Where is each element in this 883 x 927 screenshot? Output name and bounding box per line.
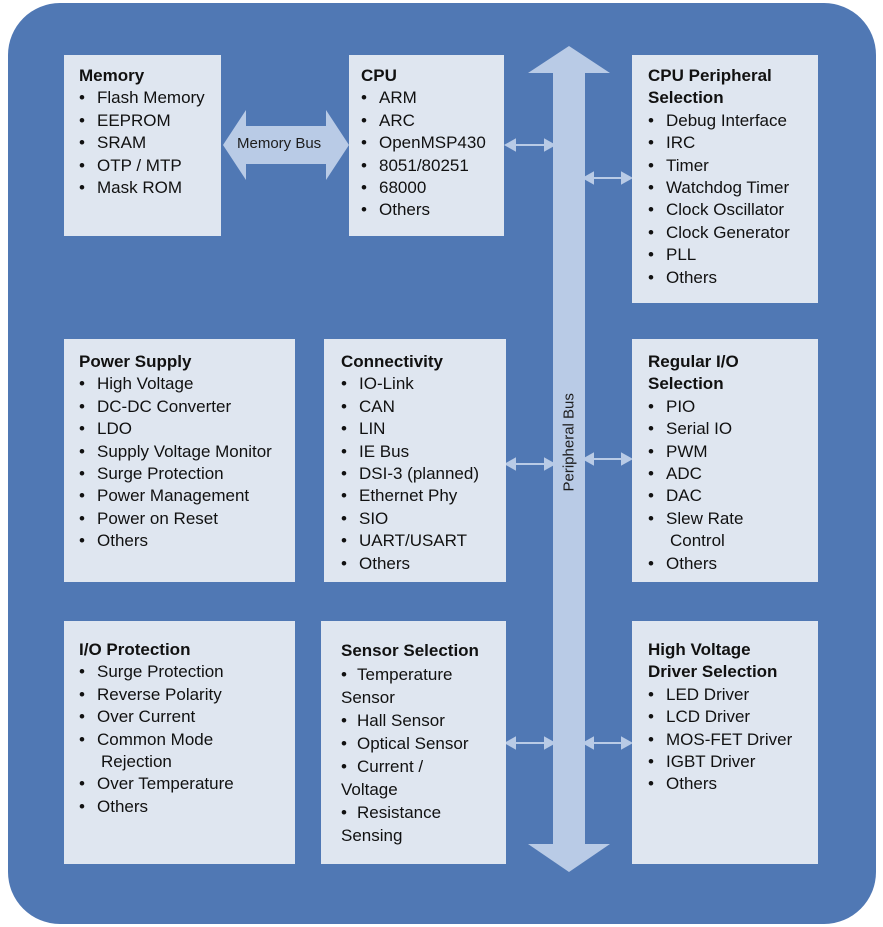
list-item: Power on Reset: [79, 508, 295, 531]
connector-bus-regular-io: [581, 452, 634, 466]
list-item: LDO: [79, 418, 295, 441]
list-item: Timer: [648, 155, 818, 178]
list-item-continuation: Control: [670, 531, 725, 551]
list-item: Temperature: [341, 663, 506, 686]
cpu-peripheral-block: CPU Peripheral Selection Debug Interface…: [632, 55, 818, 303]
list-item-continuation: Voltage: [341, 780, 398, 799]
list-item: DSI-3 (planned): [341, 463, 506, 486]
list-item: Surge Protection: [79, 661, 295, 684]
list-item: ARM: [361, 87, 504, 110]
connector-bus-hv-driver: [581, 736, 634, 750]
list-item: Supply Voltage Monitor: [79, 441, 295, 464]
list-item: Optical Sensor: [341, 732, 506, 755]
list-item: 68000: [361, 177, 504, 200]
connector-connectivity-bus: [503, 457, 557, 471]
list-item: DAC: [648, 485, 818, 508]
list-item: Others: [361, 199, 504, 222]
peripheral-bus-arrow: [528, 46, 610, 872]
list-item: PWM: [648, 441, 818, 464]
memory-title: Memory: [79, 66, 145, 85]
hv-driver-block: High Voltage Driver Selection LED Driver…: [632, 621, 818, 864]
list-item: Surge Protection: [79, 463, 295, 486]
list-item: Over Temperature: [79, 773, 295, 796]
hv-driver-title-line2: Driver Selection: [648, 662, 778, 682]
list-item: Clock Oscillator: [648, 199, 818, 222]
sensor-selection-title: Sensor Selection: [341, 641, 479, 660]
list-item: Others: [79, 796, 295, 819]
list-item: Others: [79, 530, 295, 553]
list-item: Others: [648, 267, 818, 290]
connectivity-block: Connectivity IO-Link CAN LIN IE Bus DSI-…: [324, 339, 506, 582]
io-protection-block: I/O Protection Surge Protection Reverse …: [64, 621, 295, 864]
list-item: IGBT Driver: [648, 751, 818, 774]
io-protection-title: I/O Protection: [79, 640, 191, 659]
cpu-peripheral-title: CPU Peripheral: [648, 66, 772, 85]
list-item: Flash Memory: [79, 87, 221, 110]
cpu-peripheral-title-line2: Selection: [648, 88, 724, 108]
list-item: Over Current: [79, 706, 295, 729]
list-item: Clock Generator: [648, 222, 818, 245]
list-item: LCD Driver: [648, 706, 818, 729]
connector-sensor-bus: [503, 736, 557, 750]
cpu-title: CPU: [361, 66, 397, 85]
list-item: OTP / MTP: [79, 155, 221, 178]
list-item: Reverse Polarity: [79, 684, 295, 707]
list-item-continuation: Sensing: [341, 826, 403, 845]
list-item: SIO: [341, 508, 506, 531]
list-item: IRC: [648, 132, 818, 155]
list-item: Common Mode: [79, 729, 295, 752]
list-item: Debug Interface: [648, 110, 818, 133]
hv-driver-title: High Voltage: [648, 640, 751, 659]
list-item: ARC: [361, 110, 504, 133]
connector-cpu-bus: [503, 138, 557, 152]
list-item: MOS-FET Driver: [648, 729, 818, 752]
list-item: Serial IO: [648, 418, 818, 441]
list-item: ADC: [648, 463, 818, 486]
list-item: Others: [648, 773, 818, 796]
list-item: Power Management: [79, 485, 295, 508]
list-item: Ethernet Phy: [341, 485, 506, 508]
list-item: Watchdog Timer: [648, 177, 818, 200]
list-item: IO-Link: [341, 373, 506, 396]
list-item-continuation: Sensor: [341, 688, 395, 707]
list-item-continuation: Rejection: [101, 752, 172, 772]
list-item: Hall Sensor: [341, 709, 506, 732]
peripheral-bus-label: Peripheral Bus: [560, 393, 578, 492]
connectivity-title: Connectivity: [341, 352, 444, 371]
regular-io-title-line2: Selection: [648, 374, 724, 394]
list-item: PIO: [648, 396, 818, 419]
list-item: SRAM: [79, 132, 221, 155]
list-item: Mask ROM: [79, 177, 221, 200]
power-supply-title: Power Supply: [79, 352, 192, 371]
sensor-selection-block: Sensor Selection Temperature Sensor Hall…: [321, 621, 506, 864]
list-item: UART/USART: [341, 530, 506, 553]
list-item: Others: [341, 553, 506, 576]
list-item: 8051/80251: [361, 155, 504, 178]
power-supply-block: Power Supply High Voltage DC-DC Converte…: [64, 339, 295, 582]
list-item: Slew Rate: [648, 508, 818, 531]
memory-bus-label: Memory Bus: [237, 135, 322, 152]
list-item: LIN: [341, 418, 506, 441]
list-item: Resistance: [341, 801, 506, 824]
connector-bus-cpu-peripheral: [581, 171, 634, 185]
list-item: DC-DC Converter: [79, 396, 295, 419]
list-item: Others: [648, 553, 818, 576]
list-item: Current /: [341, 755, 506, 778]
list-item: OpenMSP430: [361, 132, 504, 155]
list-item: EEPROM: [79, 110, 221, 133]
list-item: CAN: [341, 396, 506, 419]
list-item: High Voltage: [79, 373, 295, 396]
regular-io-block: Regular I/O Selection PIO Serial IO PWM …: [632, 339, 818, 582]
list-item: PLL: [648, 244, 818, 267]
regular-io-title: Regular I/O: [648, 352, 739, 371]
list-item: LED Driver: [648, 684, 818, 707]
cpu-block: CPU ARM ARC OpenMSP430 8051/80251 68000 …: [349, 55, 504, 236]
list-item: IE Bus: [341, 441, 506, 464]
memory-block: Memory Flash Memory EEPROM SRAM OTP / MT…: [64, 55, 221, 236]
memory-bus-arrow: [223, 110, 349, 180]
